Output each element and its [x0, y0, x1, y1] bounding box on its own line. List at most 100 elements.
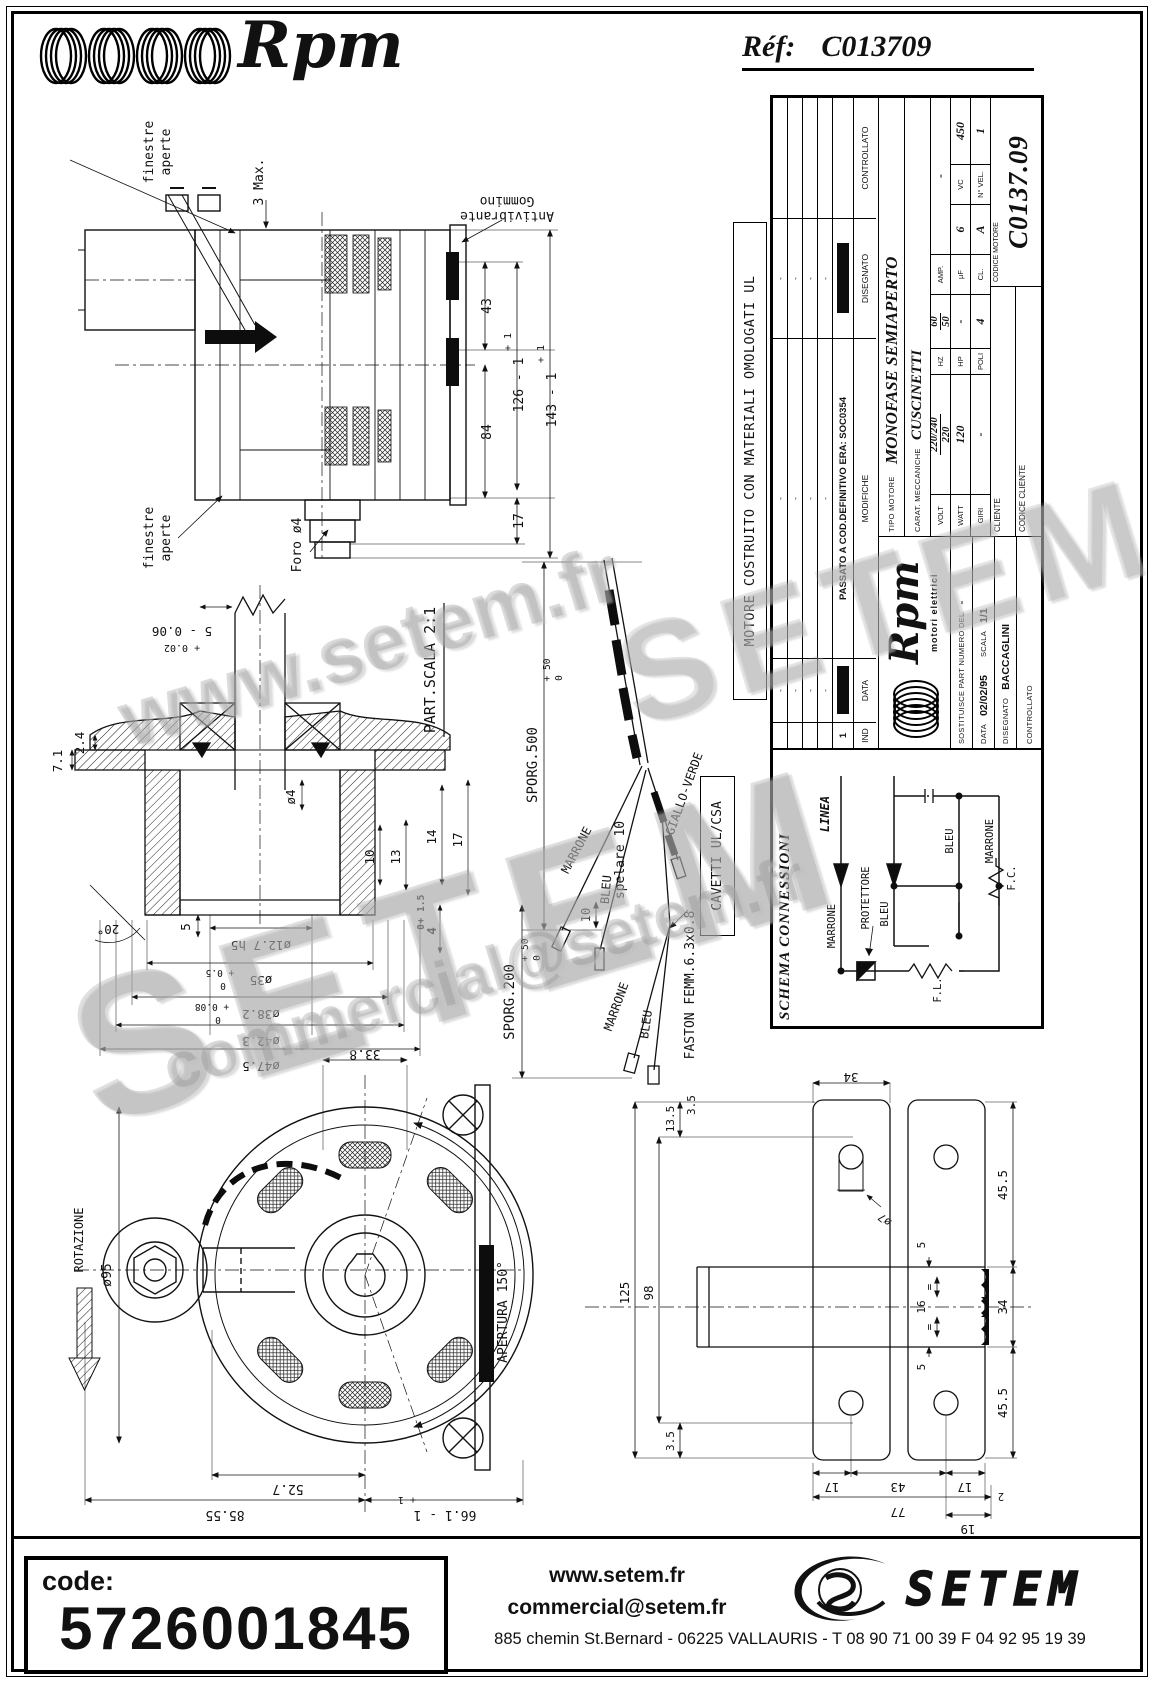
footer-divider [11, 1536, 1143, 1539]
rotation-arrow [68, 1287, 101, 1392]
code-value: 5726001845 [59, 1595, 413, 1662]
tol-143: + 1 [536, 345, 547, 363]
brand-wordmark: Rpm [238, 8, 404, 83]
sleeve-marks-upper [604, 589, 679, 857]
dim-5: 5 [178, 923, 193, 931]
vent-slots [257, 1141, 473, 1409]
dim-dia35: ø35 [250, 973, 273, 988]
tol-4b: 0 [416, 924, 427, 930]
dim-52-7: 52.7 [272, 1481, 303, 1496]
revision-table: --- --- --- --- 1 PASSATO A COD.DEFINITI… [773, 98, 879, 748]
schema-fl: F.L. [932, 977, 944, 1002]
tol-35a: + 0.5 [206, 967, 235, 978]
schema-linea: LINEA [818, 796, 832, 832]
tipo-motore-row: TIPO MOTORE MONOFASE SEMIAPERTO [879, 98, 905, 536]
codice-cliente-cell: CODICE CLIENTE [1018, 464, 1027, 532]
label-aperte-bot: aperte [159, 514, 174, 561]
revision-header-row: IND DATA MODIFICHE DISEGNATO CONTROLLATO [854, 98, 876, 748]
schema-bleu2: BLEU [944, 828, 956, 853]
giri-row: GIRI - POLI 4 CL. A N° VEL. 1 [971, 98, 991, 536]
dim-77: 77 [890, 1505, 905, 1520]
rubber-grommets [205, 252, 459, 386]
tol-382b: 0 [215, 1014, 221, 1025]
eq-1: = [923, 1283, 936, 1290]
label-apertura: APERTURA 150° [496, 1261, 511, 1363]
revision-row-filled: 1 PASSATO A COD.DEFINITIVO ERA: SOC0354 [833, 98, 854, 748]
setem-footer-logo: SETEM [794, 1556, 1077, 1621]
dim-dia42-3: ø42.3 [242, 1034, 280, 1049]
dim-10: 10 [362, 849, 377, 864]
title-block-right: TIPO MOTORE MONOFASE SEMIAPERTO CARAT. M… [879, 98, 1041, 536]
dim-sporg200: SPORG.200 [502, 964, 518, 1040]
revision-row: --- [773, 98, 788, 748]
watt-row: WATT 120 HP - µF 6 VC 450 [951, 98, 971, 536]
schema-fc: F.C. [1006, 865, 1018, 890]
ul-note-text: MOTORE COSTRUITO CON MATERIALI OMOLOGATI… [733, 222, 767, 700]
cliente-cell: CLIENTE [991, 287, 1016, 536]
ref-label: Réf: [742, 30, 796, 63]
label-marrone-1: MARRONE [558, 825, 594, 876]
dim-dia38-2: ø38.2 [242, 1007, 280, 1022]
body-outline [78, 187, 467, 559]
dim-14: 14 [424, 829, 439, 844]
carat-row: CARAT. MECCANICHE CUSCINETTI [905, 98, 931, 536]
motor-side-view: 43 84 126 - 1 + 1 17 143 - 1 + 1 finestr… [69, 121, 560, 572]
dim-dia47-5: ø47.5 [242, 1059, 280, 1074]
label-bleu-1: BLEU [598, 875, 614, 905]
sheet-border-outer [6, 6, 1148, 1677]
dim-2: 2 [998, 1490, 1004, 1502]
title-block-left: Rpm motori elettrici SOSTITUISCE PART NU… [879, 536, 1041, 748]
tol-200a: + 50 [520, 938, 531, 961]
rpm-logo-cell: Rpm motori elettrici [879, 536, 951, 748]
dim-20deg: 20° [97, 922, 120, 937]
dim-16: 16 [915, 1300, 928, 1313]
schema-marrone: MARRONE [826, 904, 838, 948]
weld-marks [981, 1269, 989, 1345]
dim-17: 17 [512, 513, 527, 529]
dim-43: 43 [480, 298, 495, 314]
bracket-outline [696, 1099, 986, 1461]
controllato-row: CONTROLLATO [1024, 685, 1034, 744]
wire-bundle-upper [550, 557, 687, 971]
label-finestre-bot: finestre [142, 507, 157, 570]
dim-5tol-b: 5 - 0.06 [152, 624, 212, 639]
tol-200b: 0 [532, 955, 543, 961]
tol-500a: + 50 [542, 658, 553, 681]
ul-note-box: MOTORE COSTRUITO CON MATERIALI OMOLOGATI… [733, 222, 767, 700]
front-dims [84, 1057, 524, 1505]
dim-84: 84 [480, 424, 495, 440]
wire-bundle-lower [623, 814, 671, 1085]
dim-143: 143 - 1 [545, 373, 560, 428]
revision-row: --- [803, 98, 818, 748]
reference-number: Réf: C013709 [742, 30, 1034, 71]
rpm-coil-small-icon [893, 680, 939, 738]
dim-33-8: 33.8 [349, 1046, 380, 1061]
dim-5tol-a: + 0.02 [164, 642, 200, 653]
dim-10-strip: 10 [579, 908, 593, 922]
cliente-codice-block: CLIENTE CODICE CLIENTE CODICE MOTORE C01… [991, 98, 1041, 536]
dim-dia12-7: ø12.7 h5 [231, 938, 291, 953]
dim-45-5a: 45.5 [995, 1170, 1010, 1200]
dim-dia7: ø7 [875, 1210, 894, 1228]
bracket-dims [632, 1080, 1017, 1519]
footer-contact: www.setem.fr commercial@setem.fr [452, 1560, 782, 1623]
label-spelare: spelare 10 [613, 821, 628, 899]
dim-dia95: ø95 [100, 1263, 115, 1286]
cable [202, 1160, 347, 1226]
motor-front-view: ROTAZIONE ø95 33.8 APERTURA 150° 52.7 85… [68, 1046, 534, 1522]
dim-13-5: 13.5 [664, 1106, 677, 1133]
section-title: PART.SCALA 2:1 [421, 607, 439, 733]
schema-circuit: LINEA MARRONE BLEU PROTETTORE BLEU MARRO… [818, 776, 1018, 1003]
revision-row: --- [788, 98, 803, 748]
dim-17b: 17 [450, 832, 465, 847]
label-marrone-2: MARRONE [601, 980, 631, 1032]
label-rotazione: ROTAZIONE [72, 1207, 86, 1272]
section-outline [74, 593, 451, 916]
dim-dia4: ø4 [283, 789, 298, 804]
dim-45-5b: 45.5 [995, 1388, 1010, 1418]
ref-value: C013709 [821, 30, 932, 63]
faston-leader [669, 909, 689, 929]
tol-4a: + 1.5 [416, 894, 427, 923]
